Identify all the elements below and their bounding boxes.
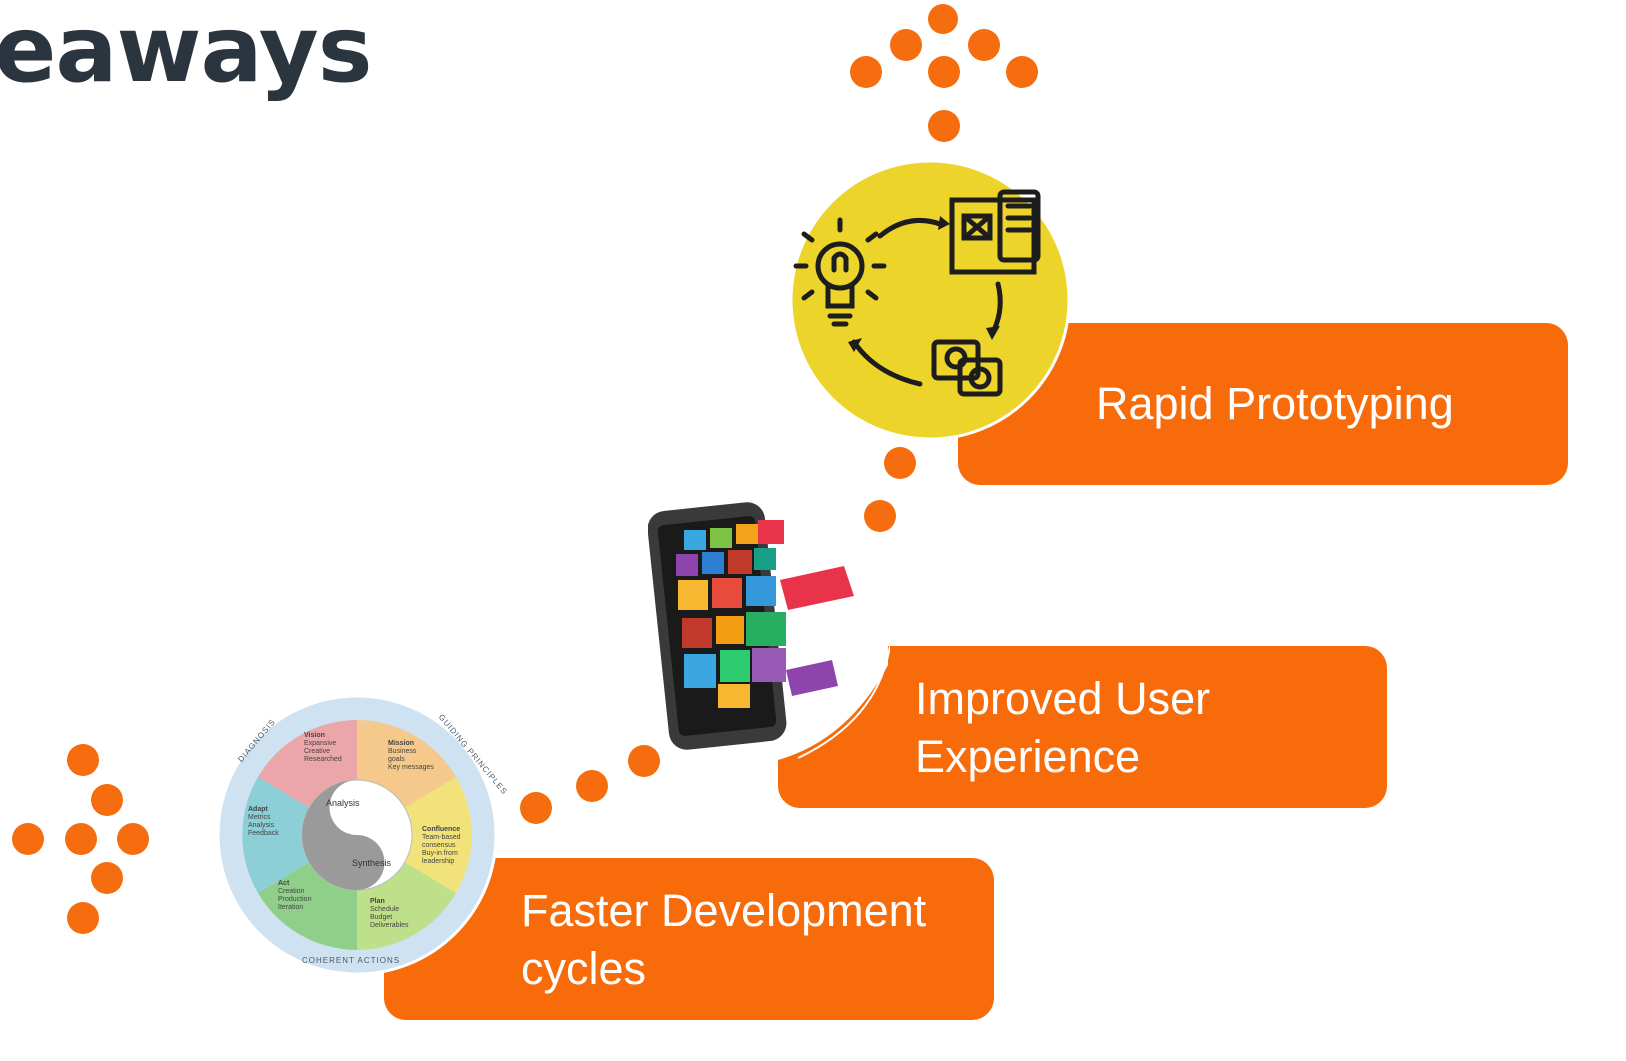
segment-name: Plan: [370, 898, 385, 905]
segment-items: Team-based consensus Buy-in from leaders…: [422, 834, 461, 865]
wheel-segment: Confluence Team-based consensus Buy-in f…: [422, 826, 461, 866]
segment-name: Adapt: [248, 806, 268, 813]
decor-dot: [91, 862, 123, 894]
path-dot: [864, 500, 896, 532]
wheel-center-label: Synthesis: [352, 858, 392, 868]
path-dot: [520, 792, 552, 824]
takeaway-faster-dev: Faster Development cycles: [384, 858, 994, 1020]
wheel-ring-label: COHERENT ACTIONS: [302, 956, 401, 965]
decor-dot: [65, 823, 97, 855]
takeaway-label: Rapid Prototyping: [1096, 378, 1454, 429]
decor-dot: [928, 4, 958, 34]
decor-dot: [12, 823, 44, 855]
smartphone-apps-icon: [647, 500, 891, 760]
segment-items: Business goals Key messages: [388, 748, 434, 771]
decor-dot: [890, 29, 922, 61]
segment-name: Mission: [388, 740, 415, 747]
segment-name: Confluence: [422, 826, 461, 833]
decor-dot: [928, 110, 960, 142]
decor-dot: [117, 823, 149, 855]
segment-items: Expansive Creative Researched: [304, 740, 342, 763]
decor-dot: [968, 29, 1000, 61]
segment-name: Act: [278, 880, 290, 887]
decor-dot: [67, 902, 99, 934]
wheel-segment: Vision Expansive Creative Researched: [304, 732, 342, 764]
segment-items: Metrics Analysis Feedback: [248, 814, 279, 837]
wheel-segment: Plan Schedule Budget Deliverables: [370, 898, 409, 930]
path-dot: [884, 447, 916, 479]
path-dot: [628, 745, 660, 777]
segment-name: Vision: [304, 732, 325, 739]
wheel-segment: Adapt Metrics Analysis Feedback: [248, 806, 279, 838]
segment-items: Creation Production Iteration: [278, 888, 312, 911]
takeaway-label: Improved User Experience: [915, 673, 1211, 782]
strategy-wheel-icon: DIAGNOSIS GUIDING PRINCIPLES COHERENT AC…: [216, 694, 509, 976]
decor-dot: [928, 56, 960, 88]
wheel-center-label: Analysis: [326, 798, 360, 808]
decor-dot: [67, 744, 99, 776]
decor-dot: [850, 56, 882, 88]
wheel-segment: Act Creation Production Iteration: [278, 880, 311, 912]
slide-title: eaways: [0, 0, 372, 103]
path-dot: [576, 770, 608, 802]
wheel-segment: Mission Business goals Key messages: [388, 740, 434, 772]
takeaway-label: Faster Development cycles: [521, 885, 927, 994]
decor-dot: [91, 784, 123, 816]
decor-dot: [1006, 56, 1038, 88]
segment-items: Schedule Budget Deliverables: [370, 906, 409, 929]
prototype-cycle-icon: [788, 158, 1072, 442]
